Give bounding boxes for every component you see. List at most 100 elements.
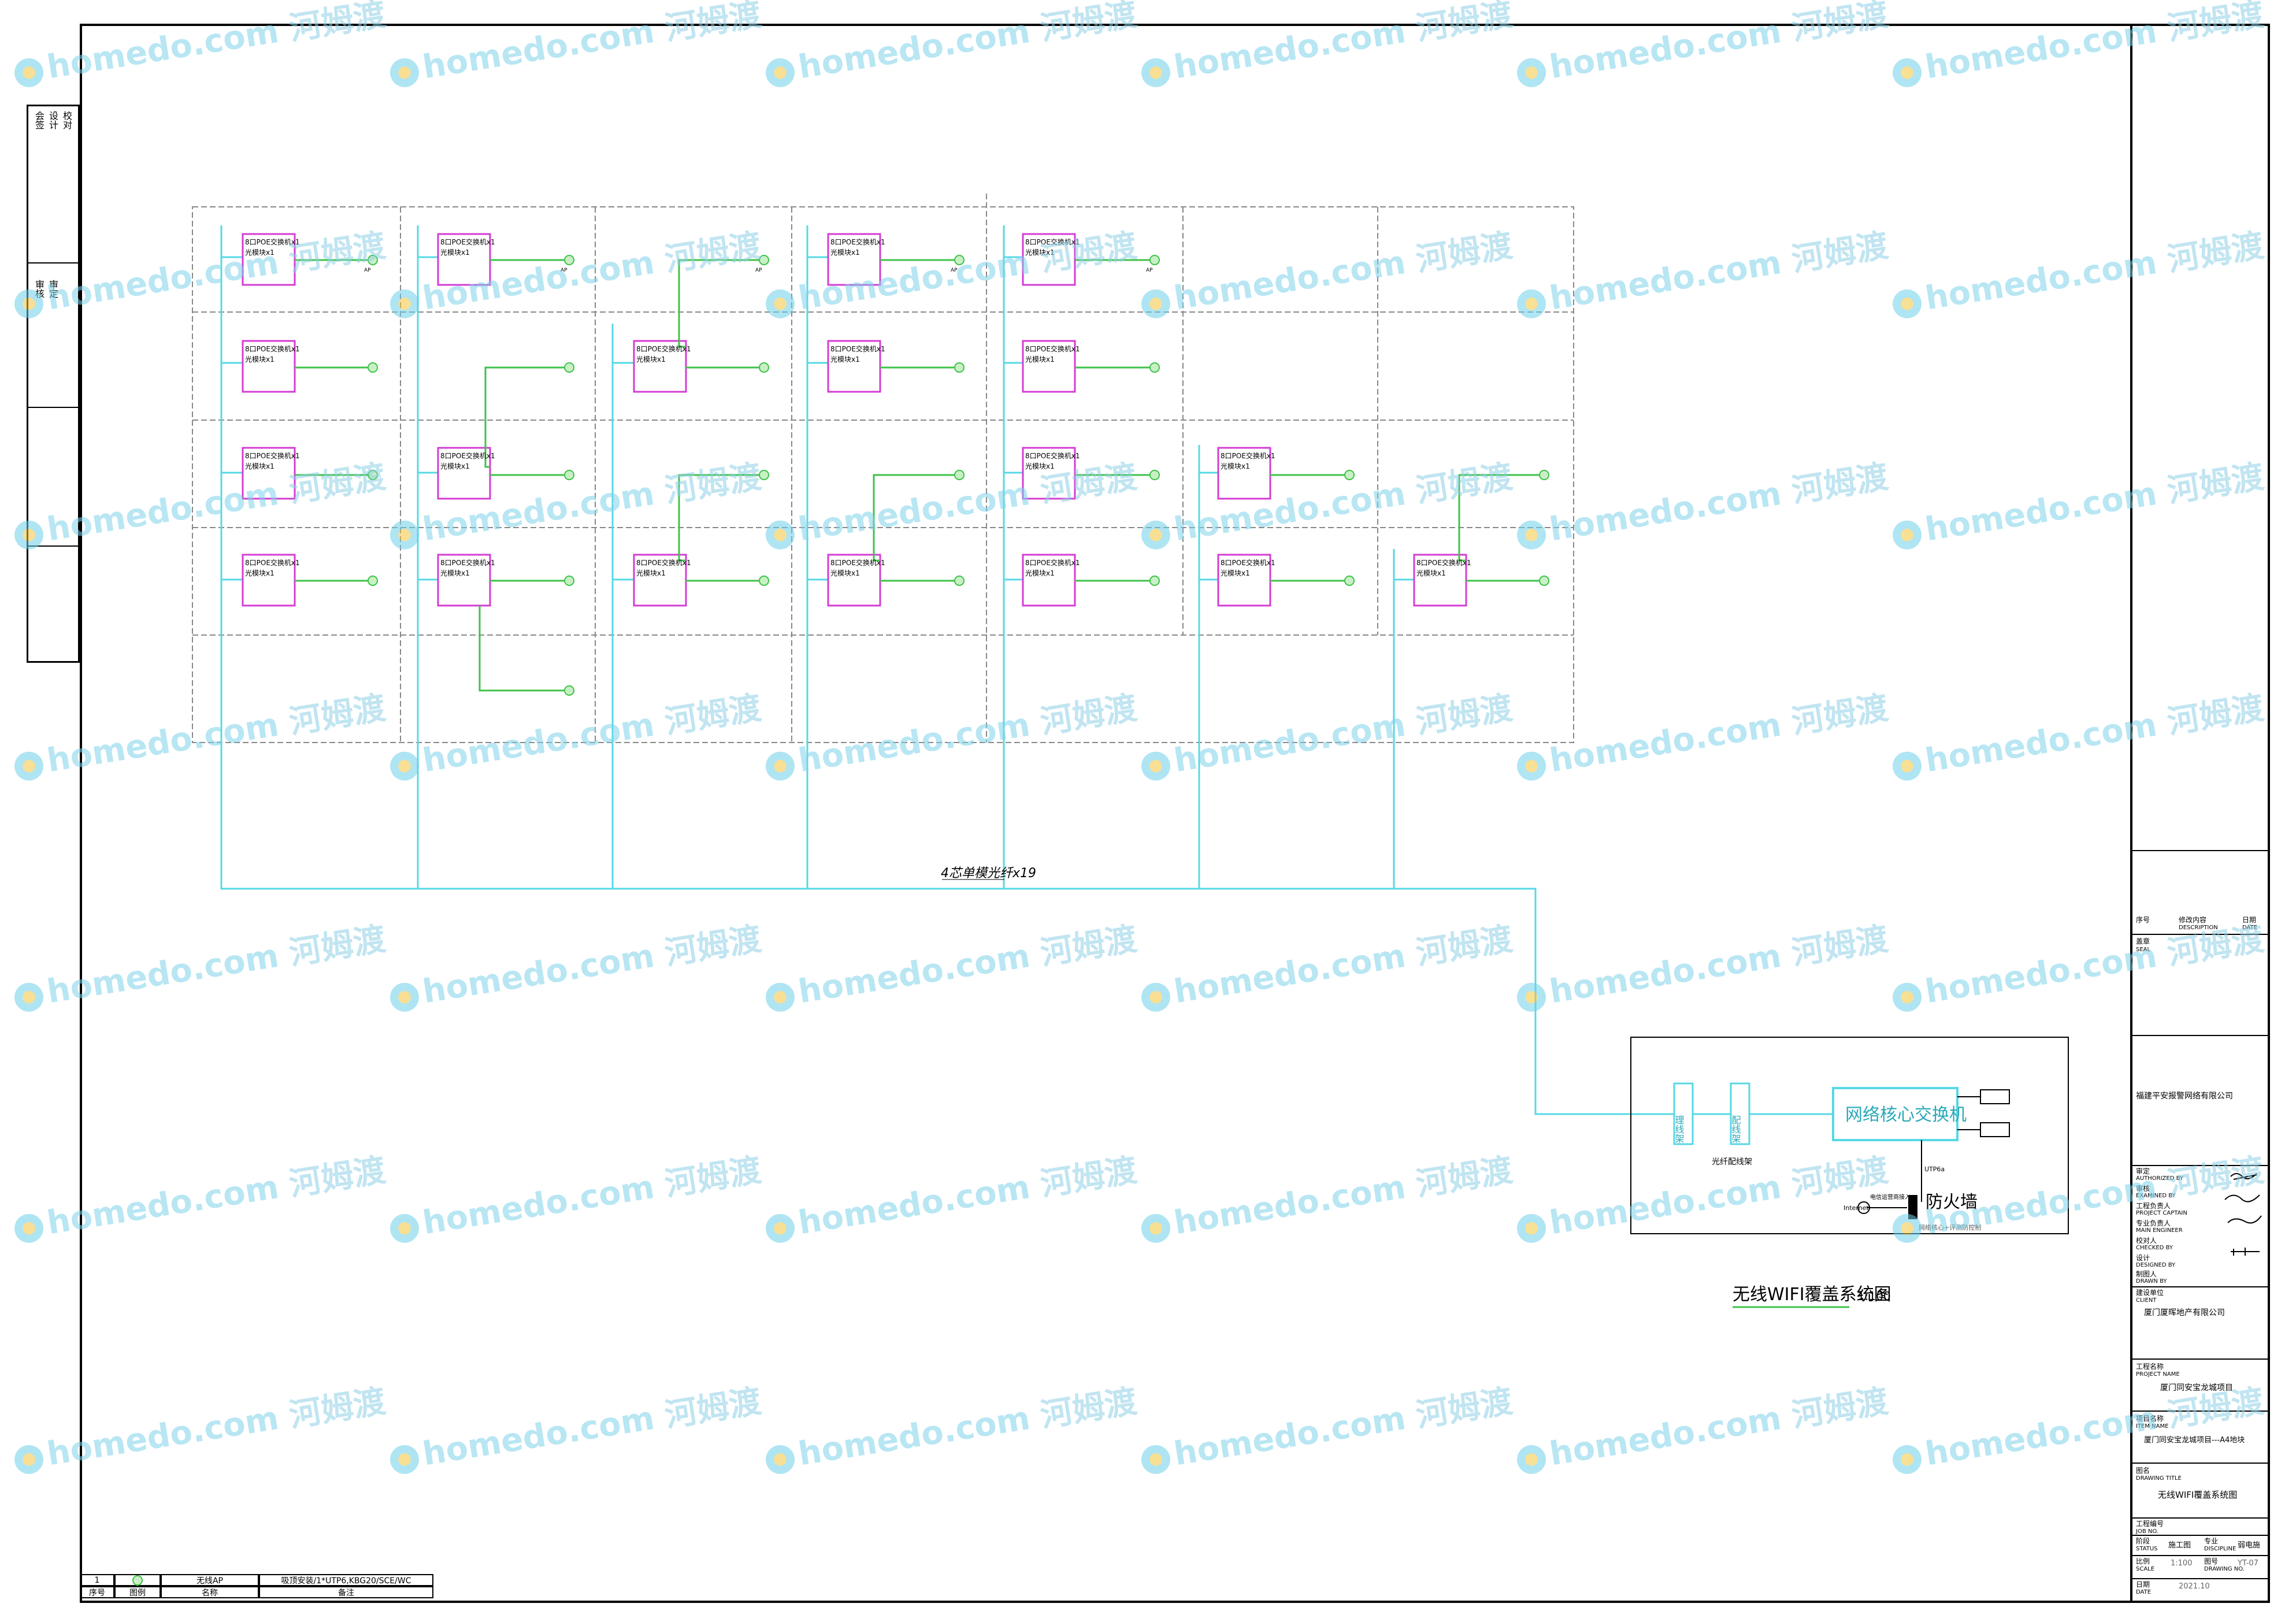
discipline-value: 弱电施 [2238, 1541, 2261, 1550]
project-name: 厦门同安宝龙城项目 [2160, 1383, 2233, 1393]
strip-label-5: 审定 [47, 280, 58, 298]
approved-label: 审定 [2136, 1167, 2150, 1175]
fiber-panel-tag: 光纤配线架 [1712, 1157, 1752, 1167]
core-switch-label: 网络核心交换机 [1845, 1105, 1967, 1125]
job-label: 工程编号 [2136, 1520, 2164, 1528]
discipline-en: DISCIPLINE [2204, 1546, 2236, 1552]
date-label: 日期 [2136, 1580, 2150, 1588]
rev-date: 日期 [2242, 916, 2257, 924]
fiber-label: 4芯单模光纤x19 [941, 866, 1036, 881]
scale-value: 1:100 [2171, 1559, 2193, 1568]
svg-text:光模块x1: 光模块x1 [245, 569, 275, 577]
svg-text:8口POE交换机x1: 8口POE交换机x1 [1025, 344, 1080, 353]
examined-label: 审核 [2136, 1185, 2150, 1193]
status-value: 施工图 [2168, 1541, 2191, 1550]
svg-text:光模块x1: 光模块x1 [830, 569, 860, 577]
firewall-label: 防火墙 [1926, 1192, 1978, 1212]
svg-text:光模块x1: 光模块x1 [440, 462, 470, 470]
fiber-trunk [220, 225, 1674, 1115]
company-name: 福建平安报警网络有限公司 [2136, 1092, 2233, 1101]
signatures [2224, 1173, 2262, 1256]
svg-text:光模块x1: 光模块x1 [1221, 569, 1250, 577]
operator-label: 电信运营商接入 [1870, 1193, 1911, 1201]
seal-label: 盖章 [2136, 937, 2150, 945]
ap-labels: AP AP AP AP AP [364, 268, 1153, 273]
svg-text:光模块x1: 光模块x1 [1025, 355, 1055, 363]
svg-text:光模块x1: 光模块x1 [1025, 462, 1055, 470]
drawing-no-label: 图号 [2204, 1557, 2219, 1565]
legend-header-no: 序号 [80, 1586, 114, 1598]
drawn-en: DRAWN BY [2136, 1278, 2167, 1285]
svg-text:8口POE交换机x1: 8口POE交换机x1 [830, 344, 885, 353]
legend-header-icon: 图例 [114, 1586, 161, 1598]
svg-text:光模块x1: 光模块x1 [1416, 569, 1446, 577]
item-en: ITEM NAME [2136, 1423, 2169, 1430]
legend-row-no: 1 [80, 1574, 114, 1586]
legend-row-note: 吸顶安装/1*UTP6,KBG20/SCE/WC [259, 1574, 433, 1586]
svg-text:光模块x1: 光模块x1 [636, 355, 666, 363]
rev-no: 序号 [2136, 916, 2150, 924]
svg-text:8口POE交换机x1: 8口POE交换机x1 [1416, 558, 1471, 567]
svg-text:8口POE交换机x1: 8口POE交换机x1 [1221, 558, 1275, 567]
svg-text:AP: AP [951, 268, 958, 273]
svg-text:8口POE交换机x1: 8口POE交换机x1 [245, 451, 300, 460]
core-note: 网络核心+评测防控制 [1919, 1223, 1981, 1231]
drawing-en: DRAWING TITLE [2136, 1475, 2182, 1482]
svg-text:8口POE交换机x1: 8口POE交换机x1 [830, 237, 885, 246]
title-block: 序号 修改内容 DESCRIPTION 日期 DATE 盖章 SEAL 福建平安… [2130, 24, 2270, 1603]
captain-label: 工程负责人 [2136, 1202, 2171, 1210]
ap-symbols [368, 255, 1549, 696]
svg-text:光模块x1: 光模块x1 [1025, 569, 1055, 577]
seal-en: SEAL [2136, 947, 2151, 953]
diagram-scale: 1:100 [1857, 1289, 1891, 1303]
project-en: PROJECT NAME [2136, 1371, 2180, 1378]
item-name: 厦门同安宝龙城项目---A4地块 [2144, 1436, 2245, 1445]
left-signature-strip: 会签 设计 校对 审核 审定 [27, 105, 80, 663]
svg-text:8口POE交换机x1: 8口POE交换机x1 [440, 558, 495, 567]
approved-en: AUTHORIZED BY [2136, 1175, 2184, 1182]
strip-label-2: 设计 [47, 111, 58, 129]
designed-label: 设计 [2136, 1254, 2150, 1262]
svg-text:AP: AP [364, 268, 371, 273]
legend-row-icon [114, 1574, 161, 1586]
svg-text:8口POE交换机x1: 8口POE交换机x1 [830, 558, 885, 567]
svg-text:AP: AP [561, 268, 567, 273]
svg-text:8口POE交换机x1: 8口POE交换机x1 [245, 344, 300, 353]
svg-text:光模块x1: 光模块x1 [830, 248, 860, 257]
svg-text:8口POE交换机x1: 8口POE交换机x1 [636, 558, 691, 567]
client-label: 建设单位 [2136, 1289, 2164, 1297]
rev-desc: 修改内容 [2179, 916, 2207, 924]
svg-text:8口POE交换机x1: 8口POE交换机x1 [245, 237, 300, 246]
svg-text:8口POE交换机x1: 8口POE交换机x1 [440, 451, 495, 460]
scale-label: 比例 [2136, 1557, 2150, 1565]
client-name: 厦门厦晖地产有限公司 [2144, 1308, 2225, 1317]
svg-text:光模块x1: 光模块x1 [636, 569, 666, 577]
date-value: 2021.10 [2179, 1582, 2210, 1591]
checked-en: CHECKED BY [2136, 1245, 2173, 1251]
job-en: JOB NO. [2136, 1528, 2158, 1535]
svg-text:AP: AP [1146, 268, 1153, 273]
legend-header-name: 名称 [161, 1586, 259, 1598]
legend-table: 1 无线AP 吸顶安装/1*UTP6,KBG20/SCE/WC 序号 图例 名称… [80, 1574, 433, 1598]
svg-text:8口POE交换机x1: 8口POE交换机x1 [1025, 237, 1080, 246]
item-label: 项目名称 [2136, 1415, 2164, 1423]
diagram-title: 无线WIFI覆盖系统图 [1733, 1285, 1891, 1305]
strip-label-3: 校对 [61, 111, 72, 129]
svg-text:8口POE交换机x1: 8口POE交换机x1 [245, 558, 300, 567]
svg-text:光模块x1: 光模块x1 [245, 248, 275, 257]
status-label: 阶段 [2136, 1537, 2150, 1545]
client-en: CLIENT [2136, 1297, 2157, 1304]
date-en: DATE [2136, 1589, 2152, 1595]
svg-text:光模块x1: 光模块x1 [830, 355, 860, 363]
switch-box-labels: 8口POE交换机x1 光模块x1 8口POE交换机x1 光模块x1 8口POE交换机… [245, 237, 1471, 577]
drawing-label: 图名 [2136, 1467, 2150, 1475]
checked-label: 校对人 [2136, 1237, 2157, 1245]
scale-en: SCALE [2136, 1566, 2155, 1572]
svg-text:8口POE交换机x1: 8口POE交换机x1 [1025, 558, 1080, 567]
svg-text:8口POE交换机x1: 8口POE交换机x1 [1221, 451, 1275, 460]
legend-row-name: 无线AP [161, 1574, 259, 1586]
rev-date-en: DATE [2242, 925, 2258, 931]
engineer-label: 专业负责人 [2136, 1219, 2171, 1227]
project-label: 工程名称 [2136, 1363, 2164, 1371]
drawn-label: 制图人 [2136, 1270, 2157, 1278]
